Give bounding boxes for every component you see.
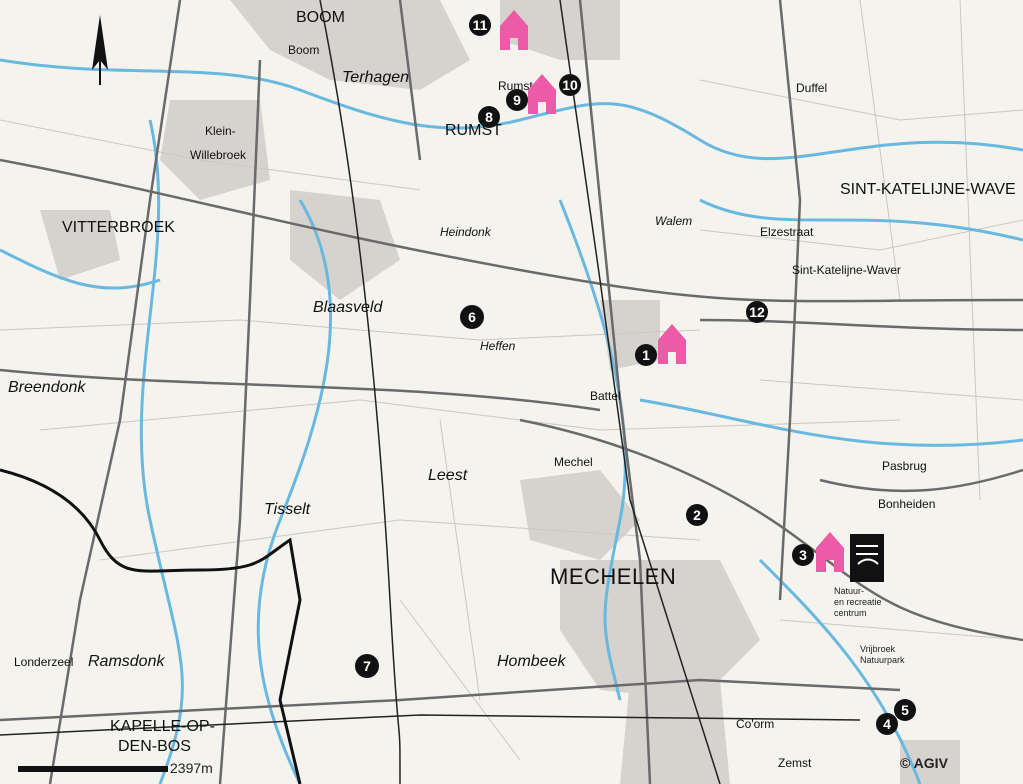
label-heindonk: Heindonk [440, 225, 492, 239]
scale-label: 2397m [170, 760, 213, 776]
label-boom: BOOM [296, 9, 345, 26]
marker-9[interactable]: 9 [506, 89, 528, 111]
svg-text:11: 11 [473, 17, 488, 33]
home-icon[interactable] [528, 74, 556, 114]
label-rumst-small: Rumst [498, 79, 533, 93]
nature-center-icon[interactable] [850, 534, 884, 582]
label-ramsdonk: Ramsdonk [88, 653, 165, 670]
nature-center-legend: Natuur- en recreatie centrum Vrijbroek N… [834, 586, 905, 665]
marker-6[interactable]: 6 [460, 305, 484, 329]
label-walem: Walem [655, 214, 692, 228]
svg-text:8: 8 [485, 109, 493, 125]
label-kapelle-2: DEN-BOS [118, 738, 191, 755]
marker-4[interactable]: 4 [876, 713, 898, 735]
marker-2[interactable]: 2 [686, 504, 708, 526]
marker-10[interactable]: 10 [559, 74, 581, 96]
label-bonheiden: Bonheiden [878, 497, 935, 511]
marker-1[interactable]: 1 [635, 344, 657, 366]
label-tisselt: Tisselt [264, 501, 311, 518]
label-duffel: Duffel [796, 81, 827, 95]
label-elzestraat: Elzestraat [760, 225, 814, 239]
svg-text:centrum: centrum [834, 608, 867, 618]
svg-text:2: 2 [693, 507, 701, 523]
label-londerzeel: Londerzeel [14, 655, 73, 669]
label-breendonk: Breendonk [8, 379, 86, 396]
label-hombeek: Hombeek [497, 653, 566, 670]
boundary-line [0, 468, 302, 784]
svg-text:4: 4 [883, 716, 891, 732]
label-klein-willebroek-2: Willebroek [190, 148, 247, 162]
svg-text:Natuur-: Natuur- [834, 586, 864, 596]
svg-text:1: 1 [642, 347, 650, 363]
home-markers [500, 10, 844, 572]
label-heffen: Heffen [480, 339, 516, 353]
home-icon[interactable] [816, 532, 844, 572]
numbered-markers: 11 10 9 8 6 12 1 2 [355, 14, 916, 735]
marker-5[interactable]: 5 [894, 699, 916, 721]
marker-11[interactable]: 11 [469, 14, 491, 36]
label-battel: Battel [590, 389, 621, 403]
svg-text:6: 6 [468, 309, 476, 325]
svg-text:9: 9 [513, 92, 521, 108]
label-pasbrug: Pasbrug [882, 459, 927, 473]
field-parcels [0, 0, 1023, 761]
svg-text:3: 3 [799, 547, 807, 563]
home-icon[interactable] [658, 324, 686, 364]
copyright-label: © AGIV [900, 755, 949, 771]
marker-7[interactable]: 7 [355, 654, 379, 678]
svg-text:7: 7 [363, 658, 371, 674]
label-mechelen: MECHELEN [550, 564, 676, 589]
svg-text:Natuurpark: Natuurpark [860, 655, 905, 665]
label-terhagen: Terhagen [342, 69, 409, 86]
home-icon[interactable] [500, 10, 528, 50]
scale-bar: 2397m [18, 760, 213, 776]
place-labels: BOOM Boom Terhagen RUMST Rumst Duffel Kl… [8, 9, 1016, 770]
marker-12[interactable]: 12 [746, 301, 768, 323]
label-sint-katelijne-waver-big: SINT-KATELIJNE-WAVE [840, 181, 1016, 198]
svg-text:5: 5 [901, 702, 909, 718]
svg-text:Vrijbroek: Vrijbroek [860, 644, 896, 654]
marker-8[interactable]: 8 [478, 106, 500, 128]
label-blaasveld: Blaasveld [313, 299, 383, 316]
label-zemst: Zemst [778, 756, 812, 770]
marker-3[interactable]: 3 [792, 544, 814, 566]
svg-text:10: 10 [562, 77, 578, 93]
label-kapelle-1: KAPELLE-OP- [110, 718, 215, 735]
label-boom-small: Boom [288, 43, 319, 57]
label-colorma: Co'orm [736, 717, 774, 731]
label-vitterbroek: VITTERBROEK [62, 219, 175, 236]
rivers [0, 58, 1023, 784]
label-sint-katelijne-waver-small: Sint-Katelijne-Waver [792, 263, 901, 277]
label-klein-willebroek-1: Klein- [205, 124, 236, 138]
label-leest: Leest [428, 467, 468, 484]
north-arrow-icon [92, 15, 108, 85]
svg-text:12: 12 [749, 304, 765, 320]
label-mechelen-small: Mechel [554, 455, 593, 469]
svg-text:en recreatie: en recreatie [834, 597, 882, 607]
railway [0, 0, 861, 784]
